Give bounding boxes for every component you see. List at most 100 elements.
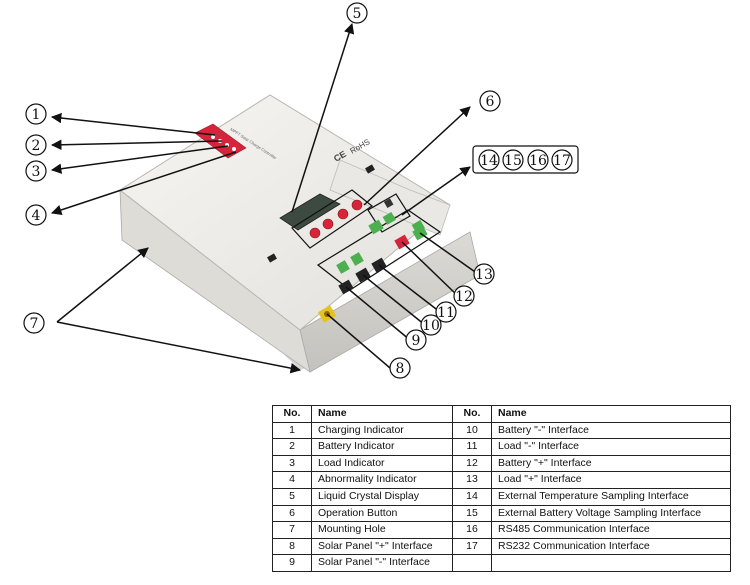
table-row: 9 Solar Panel "-" Interface [272, 554, 731, 572]
cell-no: 11 [452, 438, 492, 456]
callout-12-label: 12 [455, 289, 473, 305]
button-2 [322, 218, 334, 230]
cell-no: 1 [272, 421, 312, 440]
header-name-right: Name [491, 405, 731, 423]
leader-lines [50, 22, 479, 374]
comm-port-15 [382, 212, 396, 225]
header-name-left: Name [311, 405, 453, 423]
cell-name: RS485 Communication Interface [491, 521, 731, 539]
table-row: 8 Solar Panel "+" Interface 17 RS232 Com… [272, 537, 731, 556]
operation-buttons [291, 189, 374, 249]
cell-no: 16 [452, 521, 492, 539]
lcd-screen [279, 193, 341, 231]
cell-name: Abnormality Indicator [311, 471, 453, 489]
table-row: 6 Operation Button 15 External Battery V… [272, 504, 731, 523]
charging-led [211, 135, 215, 139]
callout-6: 6 [479, 90, 501, 112]
cell-no: 13 [452, 471, 492, 489]
cell-name: External Temperature Sampling Interface [491, 487, 731, 506]
comm-port-16 [383, 198, 394, 208]
callout-15-label: 15 [504, 153, 522, 169]
cell-no: 8 [272, 537, 312, 556]
cell-name: Load "-" Interface [491, 438, 731, 456]
header-no-right: No. [452, 405, 492, 423]
table-row: 7 Mounting Hole 16 RS485 Communication I… [272, 521, 731, 539]
callout-14: 14 [478, 149, 500, 171]
table-row: 4 Abnormality Indicator 13 Load "+" Inte… [272, 471, 731, 489]
callout-1: 1 [25, 103, 47, 125]
cell-no: 12 [452, 454, 492, 473]
mounting-slot-right [365, 164, 375, 174]
cell-name: Solar Panel "-" Interface [311, 554, 453, 572]
legend-header-row: No. Name No. Name [272, 405, 731, 423]
callout-14-label: 14 [480, 153, 498, 169]
cell-name: Battery "-" Interface [491, 421, 731, 440]
callout-7: 7 [23, 312, 45, 334]
callout-10-label: 10 [422, 318, 440, 334]
cell-name: External Battery Voltage Sampling Interf… [491, 504, 731, 523]
cell-no: 6 [272, 504, 312, 523]
table-row: 5 Liquid Crystal Display 14 External Tem… [272, 487, 731, 506]
cell-no: 17 [452, 537, 492, 556]
callout-5-label: 5 [353, 6, 362, 22]
callout-4: 4 [25, 204, 47, 226]
callout-13-label: 13 [475, 267, 493, 283]
header-no-left: No. [272, 405, 312, 423]
callout-4-label: 4 [32, 208, 41, 224]
cell-name [491, 554, 731, 572]
cell-name: Liquid Crystal Display [311, 487, 453, 506]
callout-6-label: 6 [486, 94, 495, 110]
callout-9-label: 9 [412, 333, 421, 349]
cell-name: Charging Indicator [311, 421, 453, 440]
terminal-green-b [350, 252, 364, 266]
cell-name: Battery "+" Interface [491, 454, 731, 473]
cell-no: 5 [272, 487, 312, 506]
button-3 [337, 208, 349, 220]
callout-group-14-17: 14 15 16 17 [472, 145, 579, 174]
callout-9: 9 [405, 329, 427, 351]
callout-11-label: 11 [437, 305, 455, 321]
callout-3-label: 3 [32, 164, 41, 180]
table-row: 2 Battery Indicator 11 Load "-" Interfac… [272, 438, 731, 456]
cell-no: 3 [272, 454, 312, 473]
button-4 [351, 199, 363, 211]
cell-no: 14 [452, 487, 492, 506]
callout-3: 3 [25, 160, 47, 182]
cell-no: 4 [272, 471, 312, 489]
cell-name: RS232 Communication Interface [491, 537, 731, 556]
parts-legend-table: No. Name No. Name 1 Charging Indicator 1… [272, 405, 731, 572]
cell-no [452, 554, 492, 572]
callout-5: 5 [346, 2, 368, 24]
mounting-slot-left [267, 253, 277, 263]
cell-no: 15 [452, 504, 492, 523]
cell-name: Mounting Hole [311, 521, 453, 539]
cell-no: 9 [272, 554, 312, 572]
cell-no: 10 [452, 421, 492, 440]
callout-16-label: 16 [529, 153, 547, 169]
cell-name: Load Indicator [311, 454, 453, 473]
table-row: 3 Load Indicator 12 Battery "+" Interfac… [272, 454, 731, 473]
callout-15: 15 [502, 149, 524, 171]
callout-2-label: 2 [32, 138, 41, 154]
table-row: 1 Charging Indicator 10 Battery "-" Inte… [272, 421, 731, 440]
cell-name: Solar Panel "+" Interface [311, 537, 453, 556]
callout-16: 16 [527, 149, 549, 171]
button-1 [309, 227, 321, 239]
cell-name: Operation Button [311, 504, 453, 523]
callout-7-label: 7 [30, 316, 39, 332]
callout-13: 13 [473, 263, 495, 285]
callout-11: 11 [435, 301, 457, 323]
callout-2: 2 [25, 134, 47, 156]
callout-10: 10 [420, 314, 442, 336]
controller-diagram: MPPT Solar Charge Controller CE RoHS [23, 2, 579, 379]
comm-port-14 [368, 219, 384, 235]
cell-no: 2 [272, 438, 312, 456]
abnormality-led [232, 147, 236, 151]
callout-17: 17 [551, 149, 573, 171]
cell-no: 7 [272, 521, 312, 539]
terminal-green-a [336, 260, 350, 274]
callout-12: 12 [453, 285, 475, 307]
callout-17-label: 17 [553, 153, 571, 169]
cell-name: Load "+" Interface [491, 471, 731, 489]
cell-name: Battery Indicator [311, 438, 453, 456]
